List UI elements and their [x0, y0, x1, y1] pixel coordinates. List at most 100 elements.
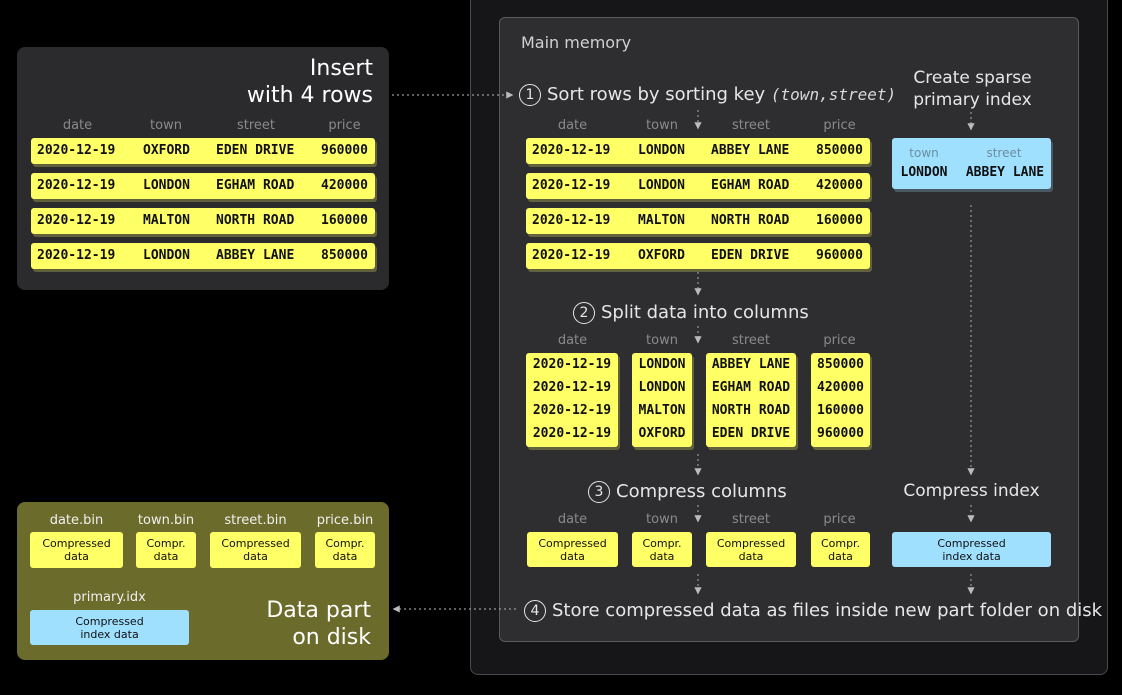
cell-price: 420000	[816, 178, 863, 193]
file-content-street: Compressed data	[210, 532, 301, 568]
comp-header-town: town	[646, 512, 678, 527]
col-header-street: street	[731, 333, 771, 348]
step-2-number: 2	[573, 302, 595, 324]
file-content-price: Compr. data	[315, 532, 375, 568]
cell-price: 160000	[321, 213, 368, 228]
index-file-name: primary.idx	[73, 590, 146, 605]
insert-row: 2020-12-19 MALTON NORTH ROAD 160000	[31, 208, 375, 234]
cell-street: ABBEY LANE	[216, 248, 295, 263]
index-value-street: ABBEY LANE	[965, 165, 1045, 180]
sorting-key: (town,street)	[770, 85, 897, 104]
disk-title: Data part on disk	[220, 597, 371, 651]
comp-header-date: date	[557, 512, 588, 527]
cell-street: EDEN DRIVE	[711, 248, 790, 263]
step-1-label: 1 Sort rows by sorting key (town,street)	[519, 84, 896, 106]
comp-header-price: price	[823, 512, 856, 527]
main-memory-label: Main memory	[521, 33, 632, 52]
index-header-street: street	[986, 146, 1022, 160]
col-header-price: price	[823, 333, 856, 348]
cell-town: MALTON	[638, 403, 686, 418]
index-header-town: town	[909, 146, 939, 160]
insert-row: 2020-12-19 LONDON ABBEY LANE 850000	[31, 243, 375, 269]
file-name-date: date.bin	[49, 513, 104, 528]
col-header-date: date	[557, 333, 588, 348]
step-1-text: Sort rows by sorting key	[547, 84, 771, 105]
step-1-number: 1	[519, 84, 541, 106]
compressed-town: Compr. data	[632, 532, 692, 567]
compressed-price: Compr. data	[811, 532, 870, 567]
date-column: 2020-12-19 2020-12-19 2020-12-19 2020-12…	[526, 353, 618, 447]
cell-street: EGHAM ROAD	[711, 380, 791, 395]
cell-street: EGHAM ROAD	[711, 178, 790, 193]
file-content-town: Compr. data	[136, 532, 196, 568]
compressed-index: Compressed index data	[892, 532, 1051, 567]
insert-header-town: town	[150, 118, 182, 133]
price-column: 850000 420000 160000 960000	[811, 353, 870, 447]
cell-price: 960000	[321, 143, 368, 158]
cell-date: 2020-12-19	[532, 178, 611, 193]
cell-price: 960000	[817, 426, 864, 441]
step-3-text: Compress columns	[616, 481, 787, 502]
compressed-date: Compressed data	[527, 532, 618, 567]
cell-date: 2020-12-19	[532, 426, 612, 441]
cell-price: 420000	[817, 380, 864, 395]
sorted-row: 2020-12-19 MALTON NORTH ROAD 160000	[526, 208, 870, 234]
cell-price: 850000	[321, 248, 368, 263]
cell-street: EDEN DRIVE	[216, 143, 295, 158]
disk-title-line2: on disk	[292, 625, 371, 650]
insert-row: 2020-12-19 LONDON EGHAM ROAD 420000	[31, 173, 375, 199]
step-2-label: 2 Split data into columns	[573, 302, 809, 324]
index-title: Create sparse primary index	[895, 67, 1050, 111]
cell-date: 2020-12-19	[532, 143, 611, 158]
cell-street: ABBEY LANE	[711, 143, 790, 158]
index-title-line1: Create sparse	[913, 68, 1032, 88]
cell-street: EDEN DRIVE	[711, 426, 791, 441]
cell-price: 850000	[816, 143, 863, 158]
cell-town: LONDON	[638, 380, 686, 395]
insert-header-price: price	[328, 118, 361, 133]
sorted-header-date: date	[557, 118, 588, 133]
cell-date: 2020-12-19	[532, 380, 612, 395]
step-4-number: 4	[524, 600, 546, 622]
sorted-header-town: town	[646, 118, 678, 133]
cell-town: MALTON	[638, 213, 685, 228]
cell-date: 2020-12-19	[37, 143, 116, 158]
step-2-text: Split data into columns	[601, 302, 809, 323]
index-value-town: LONDON	[900, 165, 948, 180]
cell-street: ABBEY LANE	[711, 357, 791, 372]
comp-header-street: street	[731, 512, 771, 527]
cell-town: LONDON	[143, 248, 190, 263]
sorted-header-price: price	[823, 118, 856, 133]
cell-town: LONDON	[638, 143, 685, 158]
cell-town: MALTON	[143, 213, 190, 228]
cell-street: NORTH ROAD	[711, 213, 790, 228]
insert-title: Insert with 4 rows	[180, 55, 373, 109]
sorted-row: 2020-12-19 LONDON ABBEY LANE 850000	[526, 138, 870, 164]
disk-title-line1: Data part	[266, 598, 371, 623]
cell-street: NORTH ROAD	[216, 213, 295, 228]
compressed-street: Compressed data	[706, 532, 796, 567]
cell-date: 2020-12-19	[37, 178, 116, 193]
sorted-row: 2020-12-19 LONDON EGHAM ROAD 420000	[526, 173, 870, 199]
cell-date: 2020-12-19	[532, 213, 611, 228]
cell-town: LONDON	[143, 178, 190, 193]
file-name-street: street.bin	[224, 513, 287, 528]
cell-price: 420000	[321, 178, 368, 193]
cell-date: 2020-12-19	[532, 248, 611, 263]
insert-title-line1: Insert	[309, 56, 373, 81]
cell-price: 960000	[816, 248, 863, 263]
cell-price: 850000	[817, 357, 864, 372]
cell-price: 160000	[816, 213, 863, 228]
primary-index-box: town street LONDON ABBEY LANE	[892, 138, 1051, 189]
insert-header-street: street	[236, 118, 276, 133]
cell-date: 2020-12-19	[37, 213, 116, 228]
cell-price: 160000	[817, 403, 864, 418]
col-header-town: town	[646, 333, 678, 348]
compress-index-title: Compress index	[903, 481, 1040, 501]
cell-street: EGHAM ROAD	[216, 178, 295, 193]
cell-town: OXFORD	[638, 426, 686, 441]
cell-date: 2020-12-19	[532, 357, 612, 372]
